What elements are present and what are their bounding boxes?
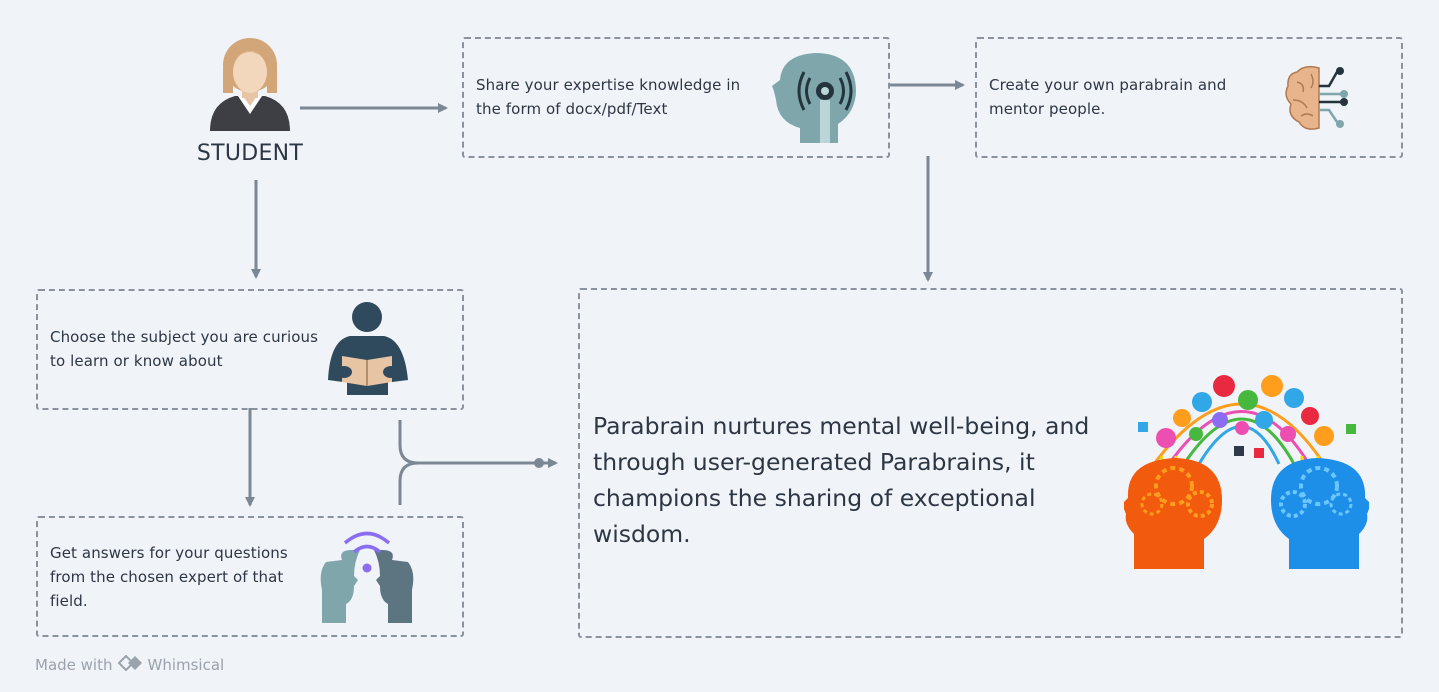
choose-subject-text: Choose the subject you are curious to le… xyxy=(50,325,340,373)
get-answers-text: Get answers for your questions from the … xyxy=(50,541,310,613)
brain-circuit-icon xyxy=(1285,64,1355,134)
student-avatar-icon xyxy=(205,38,295,133)
parabrain-mission-text: Parabrain nurtures mental well-being, an… xyxy=(593,408,1133,552)
knowledge-sharing-heads-illustration xyxy=(1124,364,1369,569)
create-parabrain-text: Create your own parabrain and mentor peo… xyxy=(989,73,1269,121)
footer: Made with Whimsical xyxy=(35,655,224,675)
whimsical-brand[interactable]: Whimsical xyxy=(118,655,224,675)
two-heads-signal-icon xyxy=(318,530,416,625)
share-knowledge-text: Share your expertise knowledge in the fo… xyxy=(476,73,766,121)
student-label: STUDENT xyxy=(185,141,315,166)
head-broadcast-icon xyxy=(770,50,860,145)
made-with-label: Made with xyxy=(35,656,112,674)
arrow-merge-to-main xyxy=(400,420,540,505)
whimsical-logo-icon xyxy=(118,655,144,675)
person-reading-icon xyxy=(320,300,415,398)
whimsical-brand-label: Whimsical xyxy=(147,656,224,674)
